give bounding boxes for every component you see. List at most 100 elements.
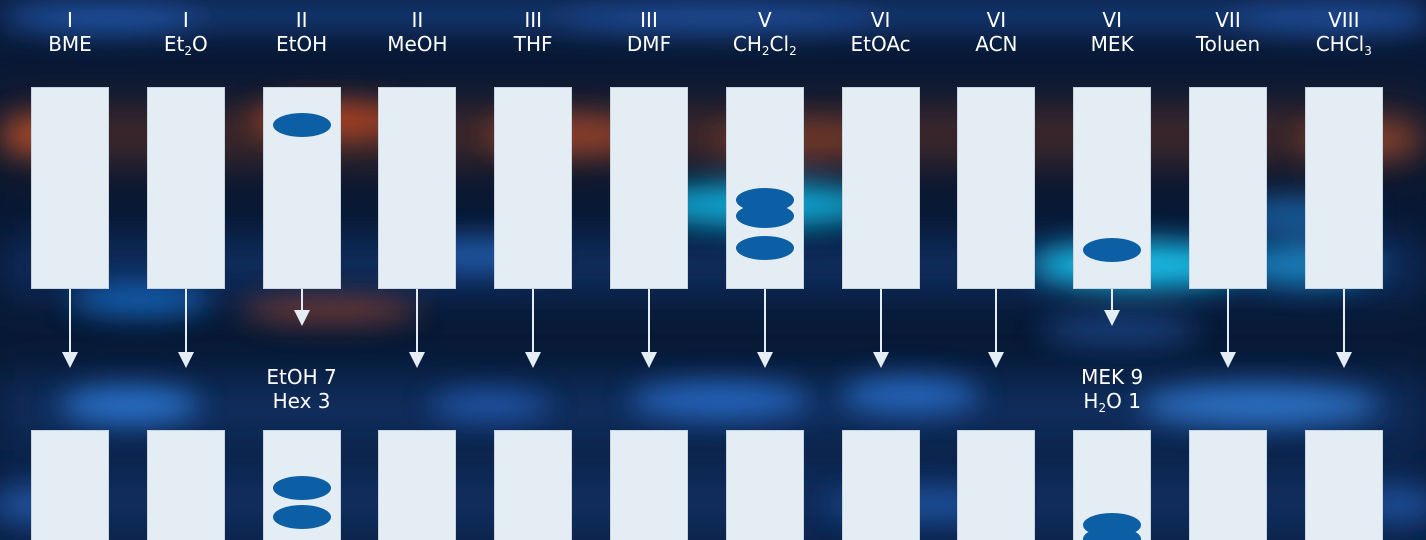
- solvent-name: THF: [475, 32, 591, 56]
- label-text: MEK 9: [1081, 365, 1144, 389]
- arrow-line: [648, 289, 650, 352]
- solvent-name: EtOH: [244, 32, 360, 56]
- tlc-plate-top: [378, 87, 457, 289]
- tlc-plate-bottom: [262, 430, 341, 540]
- label-text: BME: [48, 32, 92, 56]
- solvent-name: MeOH: [359, 32, 475, 56]
- tlc-plate-top: [1073, 87, 1152, 289]
- solvent-name: BME: [12, 32, 128, 56]
- solvent-name: MEK: [1054, 32, 1170, 56]
- label-text: MEK: [1090, 32, 1134, 56]
- label-text: DMF: [626, 32, 672, 56]
- arrow-head: [293, 310, 310, 326]
- subscript: 2: [761, 44, 770, 58]
- arrow-head: [872, 352, 889, 368]
- tlc-plate-bottom: [378, 430, 457, 540]
- tlc-plate-top: [610, 87, 688, 289]
- spot: [1083, 237, 1142, 262]
- label-text: THF: [513, 32, 553, 56]
- arrow-head: [641, 352, 657, 368]
- arrow-line: [532, 289, 535, 352]
- solvent-mixture-line1: MEK 9: [1054, 365, 1170, 389]
- tlc-plate-top: [957, 87, 1036, 289]
- label-text: MeOH: [387, 32, 448, 56]
- arrow-line: [879, 289, 882, 352]
- label-text: H: [1083, 389, 1099, 413]
- tlc-plate-top: [262, 87, 341, 289]
- label-text: EtOAc: [850, 32, 911, 56]
- spot: [1083, 527, 1142, 540]
- tlc-plate-bottom: [841, 430, 920, 540]
- solvent-name: EtOAc: [823, 32, 939, 56]
- tlc-plate-bottom: [1189, 430, 1267, 540]
- subscript: 3: [1364, 44, 1372, 58]
- solvent-name: CH2Cl2: [707, 32, 823, 58]
- solvent-name: Et2O: [128, 32, 244, 58]
- label-text: CH: [732, 32, 762, 56]
- arrow-line: [763, 289, 766, 352]
- label-text: CHCl: [1315, 32, 1365, 56]
- tlc-plate-top: [1189, 87, 1267, 289]
- arrow-head: [409, 352, 426, 368]
- tlc-plate-bottom: [957, 430, 1036, 540]
- group-label: II: [411, 8, 424, 32]
- arrow-line: [1111, 289, 1114, 310]
- tlc-plate-bottom: [1304, 430, 1383, 540]
- spot: [272, 504, 331, 529]
- tlc-plate-top: [1304, 87, 1383, 289]
- label-text: EtOH: [275, 32, 328, 56]
- group-label: I: [67, 8, 73, 32]
- tlc-plate-top: [725, 87, 804, 289]
- subscript: 2: [789, 44, 797, 58]
- solvent-mixture-line2: Hex 3: [244, 389, 360, 413]
- tlc-plate-bottom: [146, 430, 225, 540]
- tlc-plate-top: [31, 87, 109, 289]
- arrow-line: [416, 289, 419, 352]
- label-text: ACN: [975, 32, 1018, 56]
- solvent-name: DMF: [591, 32, 707, 56]
- arrow-head: [756, 352, 773, 368]
- group-label: VI: [870, 8, 891, 32]
- arrow-line: [1227, 289, 1229, 352]
- tlc-plate-top: [841, 87, 920, 289]
- solvent-mixture-line1: EtOH 7: [244, 365, 360, 389]
- group-label: III: [524, 8, 543, 32]
- arrow-head: [1104, 310, 1121, 326]
- group-label: II: [295, 8, 308, 32]
- arrow-head: [1335, 352, 1352, 368]
- arrow-head: [62, 352, 78, 368]
- tlc-plate-bottom: [1073, 430, 1152, 540]
- solvent-name: CHCl3: [1286, 32, 1402, 58]
- solvent-name: ACN: [938, 32, 1054, 56]
- label-text: O: [191, 32, 208, 56]
- solvent-name: Toluen: [1170, 32, 1286, 56]
- tlc-plate-bottom: [725, 430, 804, 540]
- arrow-head: [525, 352, 542, 368]
- subscript: 2: [184, 44, 192, 58]
- group-label: I: [182, 8, 189, 32]
- spot: [735, 235, 794, 260]
- spot: [272, 476, 331, 501]
- tlc-plate-bottom: [494, 430, 573, 540]
- subscript: 2: [1098, 401, 1107, 415]
- arrow-line: [995, 289, 998, 352]
- label-text: Et: [163, 32, 185, 56]
- tlc-plate-bottom: [610, 430, 688, 540]
- label-text: Cl: [769, 32, 790, 56]
- tlc-plate-top: [146, 87, 225, 289]
- group-label: VIII: [1328, 8, 1360, 32]
- arrow-head: [1220, 352, 1236, 368]
- group-label: VI: [1102, 8, 1122, 32]
- tlc-plate-bottom: [31, 430, 109, 540]
